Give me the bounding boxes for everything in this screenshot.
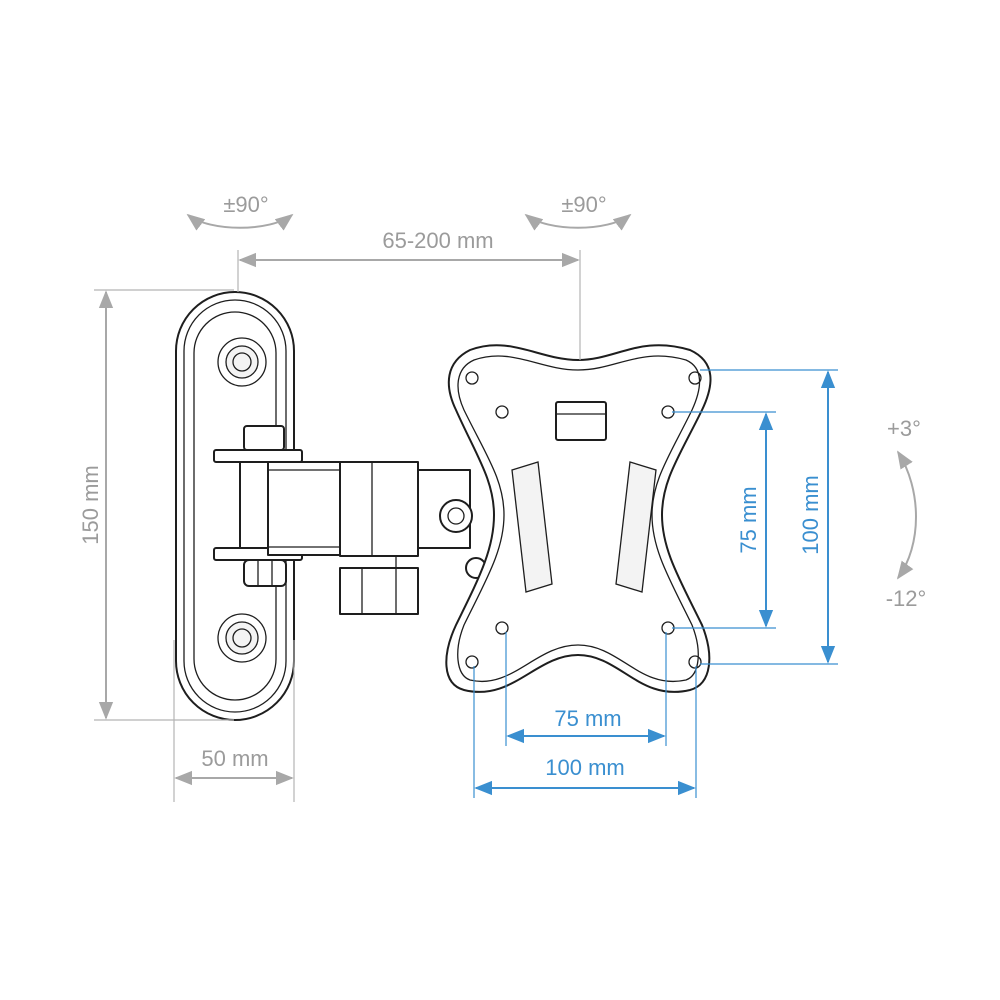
swivel-wall-label: ±90° bbox=[223, 192, 268, 217]
extension-arm bbox=[267, 461, 487, 615]
vesa-horizontal-large-dimension: 100 mm bbox=[473, 666, 697, 798]
tilt-up-label: +3° bbox=[887, 416, 921, 441]
lower-screw-icon bbox=[217, 613, 267, 663]
swivel-plate-indicator: ±90° bbox=[524, 192, 632, 231]
wall-plate-width-dimension: 50 mm bbox=[173, 640, 295, 802]
vesa-vertical-large-dimension: 100 mm bbox=[700, 369, 838, 665]
vesa-horizontal-small-label: 75 mm bbox=[554, 706, 621, 731]
extension-label: 65-200 mm bbox=[382, 228, 493, 253]
wall-plate bbox=[175, 291, 295, 721]
vesa-vertical-large-label: 100 mm bbox=[798, 475, 823, 554]
vesa-vertical-small-label: 75 mm bbox=[736, 486, 761, 553]
vesa-vertical-small-dimension: 75 mm bbox=[672, 411, 776, 629]
vesa-hole-icon bbox=[465, 371, 702, 669]
tilt-down-label: -12° bbox=[886, 586, 927, 611]
swivel-wall-indicator: ±90° bbox=[186, 192, 294, 231]
wall-plate-width-label: 50 mm bbox=[201, 746, 268, 771]
tilt-indicator: +3° -12° bbox=[886, 416, 927, 611]
wall-plate-height-dimension: 150 mm bbox=[78, 289, 234, 721]
swivel-plate-label: ±90° bbox=[561, 192, 606, 217]
vesa-horizontal-small-dimension: 75 mm bbox=[505, 632, 667, 746]
extension-dimension: 65-200 mm bbox=[237, 228, 581, 360]
upper-screw-icon bbox=[217, 337, 267, 387]
hinge-nut-icon bbox=[243, 559, 287, 587]
vesa-horizontal-large-label: 100 mm bbox=[545, 755, 624, 780]
vesa-plate bbox=[445, 344, 712, 693]
wall-plate-height-label: 150 mm bbox=[78, 465, 103, 544]
wall-hinge bbox=[213, 425, 303, 587]
